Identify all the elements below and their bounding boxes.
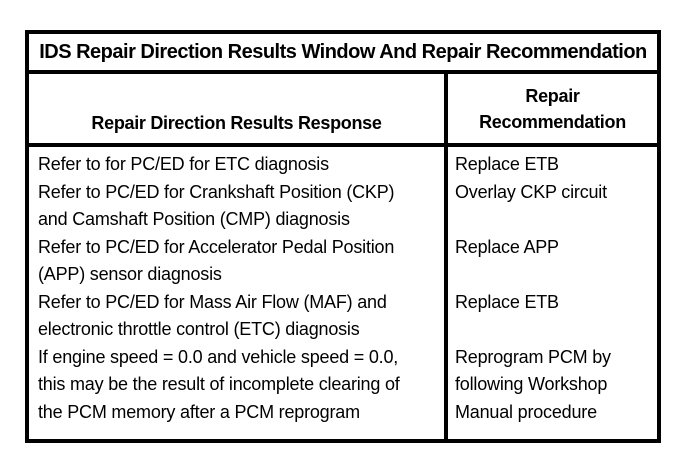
response-line: If engine speed = 0.0 and vehicle speed … — [38, 346, 399, 367]
response-line: Refer to for PC/ED for ETC diagnosis — [38, 154, 329, 174]
recommendation-line — [455, 261, 657, 289]
response-line: (APP) sensor diagnosis — [38, 264, 222, 284]
recommendation-line: Replace ETB — [455, 154, 559, 174]
recommendation-line: following Workshop — [455, 374, 608, 394]
recommendation-header-line: Repair — [525, 85, 580, 106]
recommendation-line: Manual procedure — [455, 401, 597, 422]
recommendation-line: Replace APP — [455, 236, 559, 257]
recommendation-line — [455, 206, 657, 234]
recommendation-header-line: Recommendation — [479, 111, 626, 132]
response-line: and Camshaft Position (CMP) diagnosis — [38, 209, 350, 229]
response-line: electronic throttle control (ETC) diagno… — [38, 319, 360, 339]
repair-table: IDS Repair Direction Results Window And … — [25, 30, 661, 443]
recommendation-line: Replace ETB — [455, 291, 559, 312]
response-line: the PCM memory after a PCM reprogram — [38, 401, 360, 422]
table-title: IDS Repair Direction Results Window And … — [29, 34, 657, 74]
table-header-row: Repair Direction Results Response Repair… — [29, 74, 657, 147]
column-header-response: Repair Direction Results Response — [29, 74, 448, 143]
recommendation-line: Reprogram PCM by — [455, 346, 611, 367]
response-line: Refer to PC/ED for Accelerator Pedal Pos… — [38, 236, 395, 257]
response-line: Refer to PC/ED for Mass Air Flow (MAF) a… — [38, 291, 387, 312]
recommendation-line: Overlay CKP circuit — [455, 181, 607, 202]
recommendation-line — [455, 316, 657, 344]
response-line: Refer to PC/ED for Crankshaft Position (… — [38, 181, 395, 202]
response-line: this may be the result of incomplete cle… — [38, 374, 400, 394]
column-header-recommendation: Repair Recommendation — [448, 74, 657, 143]
recommendation-column-cell: Replace ETB Overlay CKP circuit Replace A… — [448, 147, 657, 439]
